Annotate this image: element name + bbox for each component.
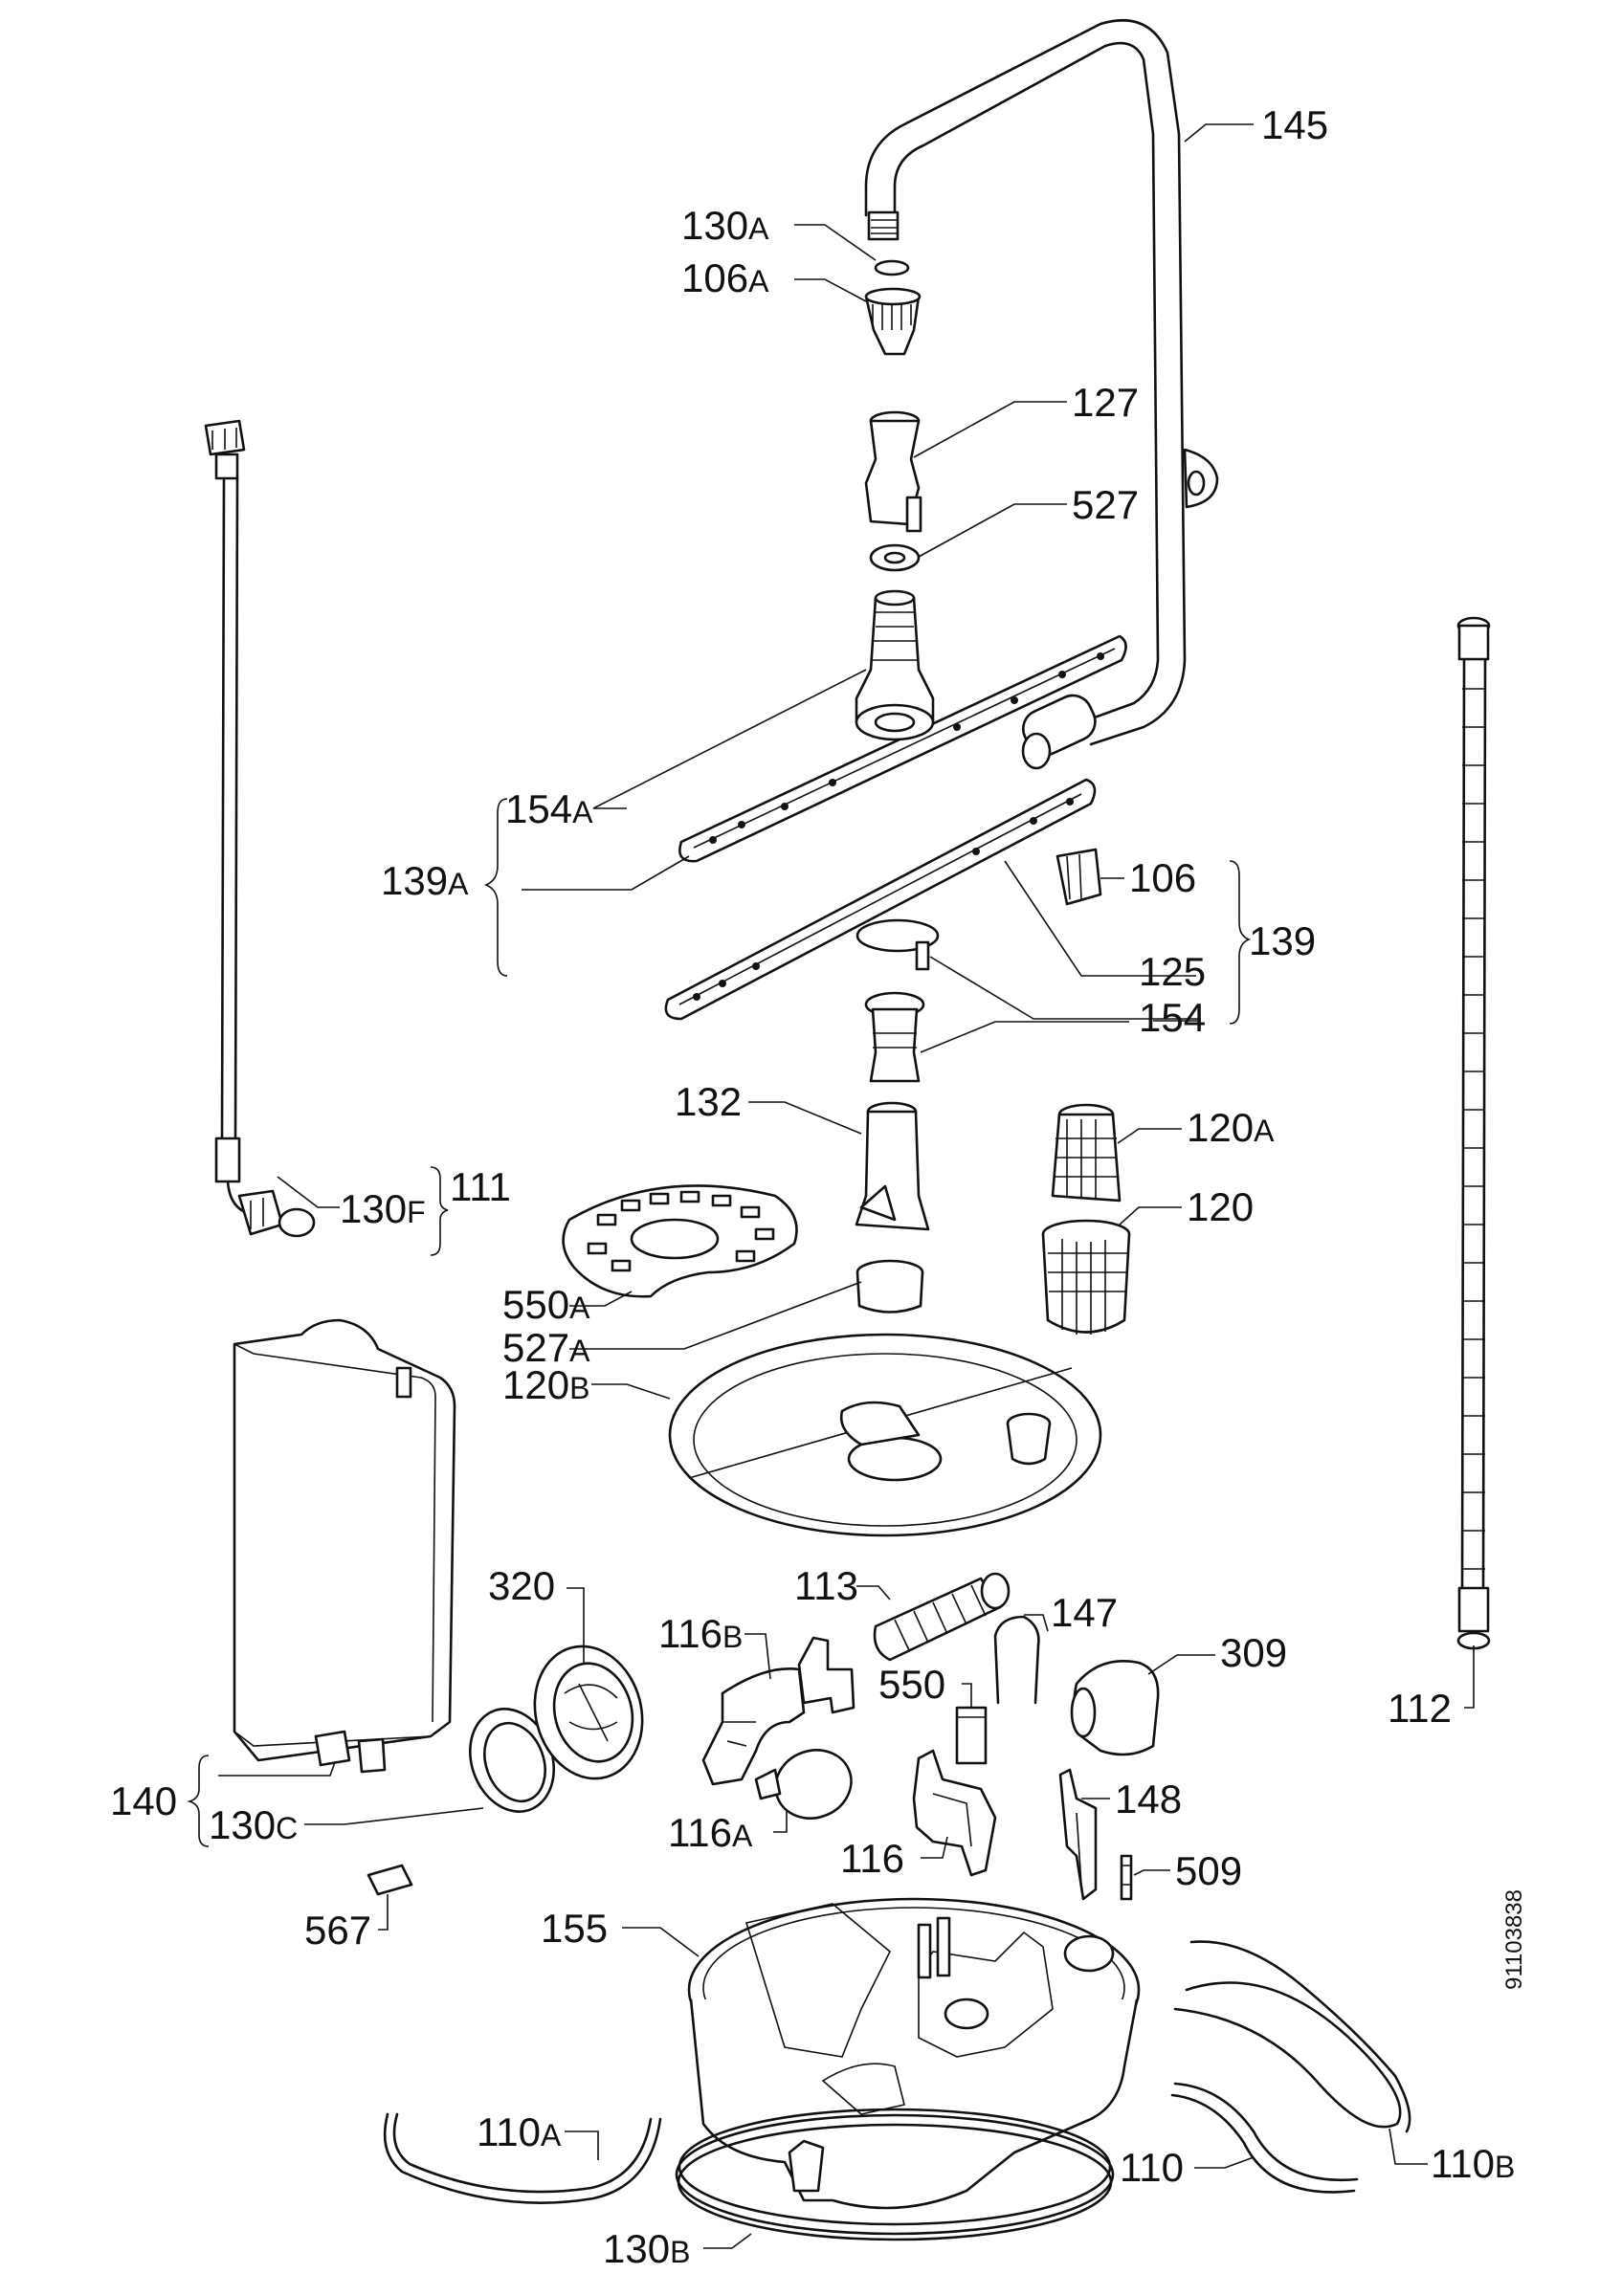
part-110-hose: [1170, 2082, 1359, 2194]
label-116B: 116B: [658, 1611, 743, 1656]
part-labels: 145 130A 106A 127 527 154A 139A 106 139 …: [110, 102, 1515, 2271]
part-145-supply-pipe: [864, 19, 1219, 770]
part-140-water-softener: [233, 1318, 456, 1774]
part-120A-fine-filter: [1051, 1103, 1122, 1203]
part-120-micro-filter: [1041, 1219, 1131, 1335]
label-110B: 110B: [1431, 2141, 1515, 2186]
part-112-drain-hose: [1456, 616, 1491, 1650]
label-132: 132: [675, 1079, 742, 1124]
label-106A: 106A: [681, 255, 769, 300]
label-509: 509: [1175, 1848, 1242, 1893]
part-120B-coarse-filter: [668, 1333, 1102, 1537]
label-120: 120: [1187, 1184, 1254, 1229]
part-130A-o-ring: [874, 259, 910, 276]
part-106-clip: [1055, 848, 1102, 906]
label-130C: 130C: [209, 1802, 298, 1847]
label-130A: 130A: [681, 203, 769, 248]
part-147-u-clip: [993, 1615, 1040, 1705]
label-154A: 154A: [505, 786, 593, 831]
part-148-bracket: [1058, 1768, 1098, 1901]
label-139A: 139A: [381, 858, 469, 903]
part-550-block: [955, 1706, 988, 1765]
label-111: 111: [450, 1164, 511, 1209]
part-110A-hose: [383, 2112, 662, 2204]
label-113: 113: [794, 1563, 858, 1608]
label-120B: 120B: [502, 1362, 589, 1407]
label-125: 125: [1139, 949, 1206, 994]
label-139: 139: [1249, 918, 1316, 963]
label-155: 155: [541, 1906, 608, 1951]
label-550A: 550A: [502, 1282, 590, 1327]
label-127: 127: [1072, 380, 1139, 425]
part-567-clip: [367, 1864, 413, 1896]
label-110A: 110A: [477, 2109, 562, 2154]
label-120A: 120A: [1187, 1105, 1275, 1150]
part-509-pin: [1120, 1854, 1133, 1901]
part-106A-nozzle: [864, 287, 922, 356]
part-125-bearing-ring: [855, 918, 940, 971]
label-147: 147: [1051, 1590, 1118, 1635]
part-154A-upper-spray-arm: [678, 589, 1127, 863]
part-139-lower-spray-arm: [664, 778, 1097, 1021]
part-130F-gasket: [278, 1207, 316, 1238]
part-527A-seal: [855, 1259, 924, 1314]
part-116A-float: [754, 1749, 853, 1820]
part-130C-seal: [468, 1708, 556, 1813]
part-113-element: [873, 1572, 1011, 1662]
label-309: 309: [1220, 1630, 1287, 1675]
label-130B: 130B: [603, 2226, 690, 2271]
label-130F: 130F: [340, 1186, 426, 1231]
label-567: 567: [304, 1908, 371, 1953]
label-154: 154: [1139, 995, 1206, 1040]
part-320-pump-cover: [533, 1645, 644, 1780]
label-320: 320: [488, 1563, 555, 1608]
label-550: 550: [878, 1662, 945, 1707]
part-116-valve: [912, 1749, 997, 1877]
label-112: 112: [1388, 1686, 1452, 1731]
drawing-code: 91103838: [1501, 1889, 1527, 1990]
label-106: 106: [1129, 855, 1196, 900]
part-527-washer: [869, 543, 921, 572]
part-155-sump: [687, 1897, 1141, 2210]
part-132-stand-pipe: [855, 1101, 930, 1231]
leader-lines: [187, 123, 1475, 2249]
label-140: 140: [110, 1778, 177, 1823]
label-110: 110: [1120, 2145, 1184, 2190]
part-550A-sieve-plate: [562, 1184, 798, 1298]
label-527A: 527A: [502, 1325, 590, 1370]
label-116A: 116A: [668, 1810, 753, 1855]
part-127-coupling: [864, 410, 922, 533]
label-148: 148: [1115, 1777, 1182, 1821]
part-111-inlet-hose: [204, 419, 284, 1236]
part-130B-gasket: [675, 2108, 1115, 2241]
part-110B-hose: [1173, 1940, 1411, 2133]
label-145: 145: [1261, 102, 1328, 147]
label-527: 527: [1072, 482, 1139, 527]
part-116B-valve-body: [701, 1636, 855, 1786]
part-309-cap: [1070, 1660, 1160, 1756]
part-154-hub: [864, 991, 925, 1083]
label-116: 116: [840, 1836, 904, 1881]
